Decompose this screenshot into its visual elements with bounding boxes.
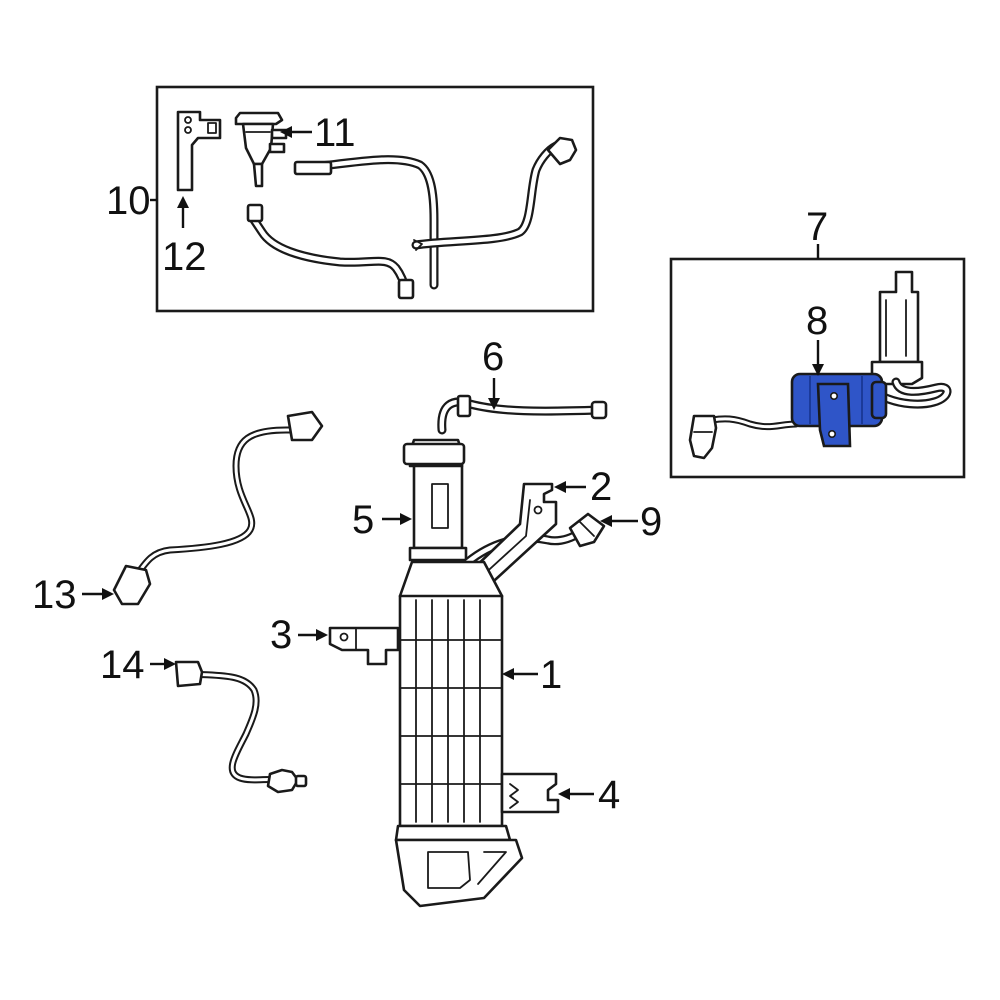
part-14-sensor-wire[interactable] [174, 660, 308, 794]
callout-6: 6 [482, 335, 504, 379]
callout-labels: 1 2 3 4 5 6 7 8 9 10 11 12 13 14 [32, 111, 828, 817]
callout-1: 1 [540, 653, 562, 697]
part-6-hose[interactable] [437, 394, 608, 435]
inset-vent-hoses[interactable] [246, 136, 578, 300]
callout-11: 11 [314, 111, 356, 155]
part-12-bracket[interactable] [176, 110, 222, 192]
part-1-canister[interactable] [394, 560, 524, 908]
callout-7: 7 [806, 205, 828, 249]
callout-2: 2 [590, 465, 612, 509]
callout-8: 8 [806, 299, 828, 343]
callout-9: 9 [640, 500, 662, 544]
part-3-bracket[interactable] [328, 626, 400, 666]
part-4-bracket[interactable] [500, 772, 560, 814]
callout-3: 3 [270, 613, 292, 657]
callout-13: 13 [32, 573, 77, 617]
callout-14: 14 [100, 643, 145, 687]
part-11-valve[interactable] [234, 111, 288, 188]
part-2-bracket[interactable] [468, 482, 558, 592]
callout-10: 10 [106, 179, 151, 223]
part-8-leak-detection-pump[interactable] [790, 372, 888, 448]
part-7-assembly[interactable] [688, 270, 952, 460]
callout-4: 4 [598, 773, 620, 817]
callout-12: 12 [162, 235, 207, 279]
callout-5: 5 [352, 498, 374, 542]
leader-lines [82, 126, 824, 800]
part-13-sensor-wire[interactable] [112, 410, 324, 606]
part-9-connector[interactable] [463, 512, 606, 567]
part-5-filter[interactable] [402, 438, 468, 562]
